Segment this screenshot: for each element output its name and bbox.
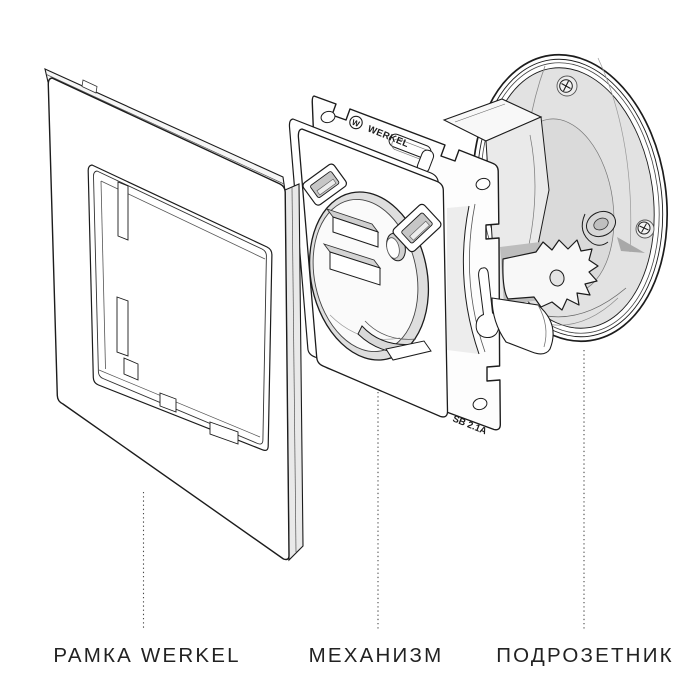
usb-port-left (302, 163, 348, 206)
frame-top-tab (81, 79, 98, 94)
plate-hole-sliver (447, 206, 479, 354)
frame-clip-tab (116, 296, 129, 357)
plate-hole-top-right (475, 177, 491, 191)
pin-aperture-lower (322, 243, 382, 286)
mounting-screw-right (635, 219, 655, 239)
frame-opening-outer-bevel (87, 164, 273, 451)
ground-clip (357, 320, 432, 361)
pin-aperture-upper (325, 208, 380, 248)
frame-clip-tab (159, 392, 177, 413)
phillips-cross-icon (561, 80, 571, 92)
plate-keyhole-slot (475, 267, 500, 339)
frame-clip-tab (123, 357, 139, 381)
leader-lines (142, 350, 585, 630)
box-inner-wall-line-right (597, 57, 632, 253)
box-label: ПОДРОЗЕТНИК (496, 644, 674, 667)
frame-front-face (47, 77, 290, 561)
logo-w: W (351, 118, 362, 129)
wall-frame (44, 68, 304, 562)
frame-opening-inner-bevel (93, 170, 267, 445)
mounting-screw-top (556, 75, 578, 97)
claw-hole (549, 269, 565, 287)
expansion-claw (491, 239, 599, 355)
box-shadow-wedge (617, 237, 645, 253)
mechanism-label: МЕХАНИЗМ (308, 644, 444, 667)
phillips-cross-icon (639, 223, 649, 233)
frame-clip-tab (117, 181, 129, 241)
usb-port-right (392, 203, 442, 253)
cable-clamp (581, 210, 617, 246)
frame-clip-tab (209, 421, 239, 445)
frame-label: РАМКА WERKEL (53, 644, 241, 667)
mechanism-face-plate (288, 118, 449, 418)
plate-hole-bottom-right (472, 397, 488, 411)
claw-arm (491, 297, 554, 355)
plate-hole-top-left (320, 110, 336, 124)
